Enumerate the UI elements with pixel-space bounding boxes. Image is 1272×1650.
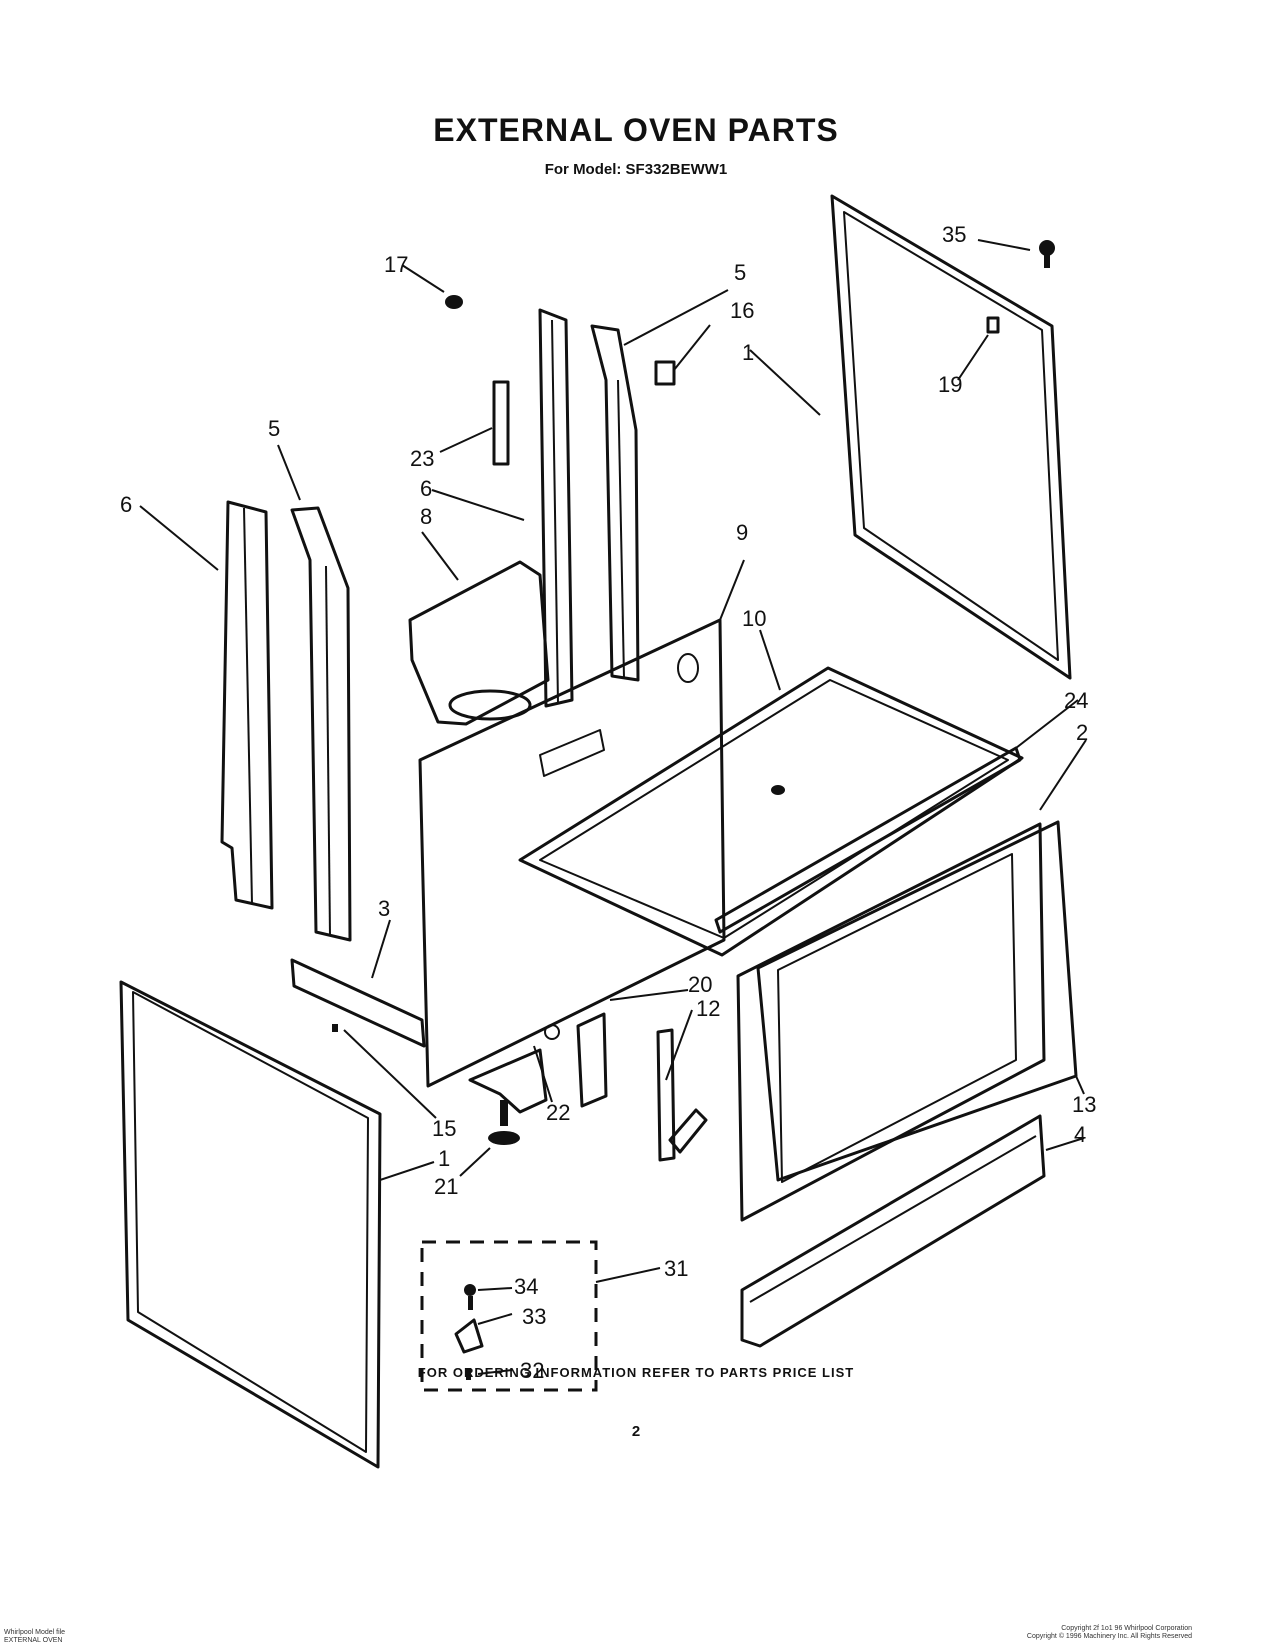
callout-13: 13 [1072,1092,1096,1117]
leveling-leg-bracket [468,1024,560,1114]
trim-strip [714,746,1022,934]
callout-34: 34 [514,1274,538,1299]
vent-duct [408,560,550,726]
callout-3: 3 [378,896,390,921]
callout-20: 20 [688,972,712,997]
side-panel-upper [830,194,1072,680]
bracket-20 [576,1012,608,1108]
callout-10: 10 [742,606,766,631]
part-16-bracket [654,360,676,386]
front-frame [736,822,1046,1222]
screw-15 [332,1024,338,1032]
bottom-panel [518,666,1024,957]
callout-1-bottom: 1 [438,1146,450,1171]
toe-kick [740,1114,1046,1348]
callout-5-top: 5 [734,260,746,285]
callout-6-left: 6 [120,492,132,517]
part-23-bracket [492,380,510,466]
side-rail-center-inner [590,324,640,682]
corner-note-left: Whirlpool Model file EXTERNAL OVEN [4,1629,65,1645]
copyright-note: Copyright 2f 1o1 96 Whirlpool Corporatio… [1027,1625,1192,1641]
callout-2: 2 [1076,720,1088,745]
side-rail-left [220,500,274,910]
side-rail-center [538,308,574,708]
model-subtitle: For Model: SF332BEWW1 [544,161,728,178]
page-title: EXTERNAL OVEN PARTS [433,112,839,148]
callout-17: 17 [384,252,408,277]
callout-19: 19 [938,372,962,397]
callout-labels: 35 17 5 16 1 19 5 23 6 8 6 9 10 24 2 3 2… [120,222,1096,1383]
callout-24: 24 [1064,688,1088,713]
corner-left-line-2: EXTERNAL OVEN [4,1637,63,1644]
callout-4: 4 [1074,1122,1086,1147]
callout-15: 15 [432,1116,456,1141]
back-panel [418,618,726,1088]
callout-8: 8 [420,504,432,529]
ordering-note: FOR ORDERING INFORMATION REFER TO PARTS … [417,1365,855,1380]
callout-33: 33 [522,1304,546,1329]
side-rail-left-inner [290,506,352,942]
callout-16: 16 [730,298,754,323]
callout-21: 21 [434,1174,458,1199]
side-panel-lower [119,980,382,1469]
corner-left-line-1: Whirlpool Model file [4,1629,66,1636]
copyright-line-2: Copyright © 1996 Machinery Inc. All Righ… [1026,1633,1192,1640]
callout-35: 35 [942,222,966,247]
support-bar [290,958,426,1048]
callout-9: 9 [736,520,748,545]
callout-5-left: 5 [268,416,280,441]
callout-6-center: 6 [420,476,432,501]
part-35-screw [1039,240,1055,268]
hinge-bracket [656,1028,708,1162]
leveling-foot [488,1100,520,1145]
callout-1-top: 1 [742,340,754,365]
callout-22: 22 [546,1100,570,1125]
callout-31: 31 [664,1256,688,1281]
callout-23: 23 [410,446,434,471]
callout-32: 32 [520,1358,544,1383]
callout-12: 12 [696,996,720,1021]
page-number: 2 [631,1423,641,1440]
leader-lines [139,239,1087,1375]
anti-tip-kit-box [420,1240,598,1392]
copyright-line-1: Copyright 2f 1o1 96 Whirlpool Corporatio… [1061,1625,1192,1632]
part-19-clip [986,316,1000,334]
part-17-clip [445,295,463,309]
